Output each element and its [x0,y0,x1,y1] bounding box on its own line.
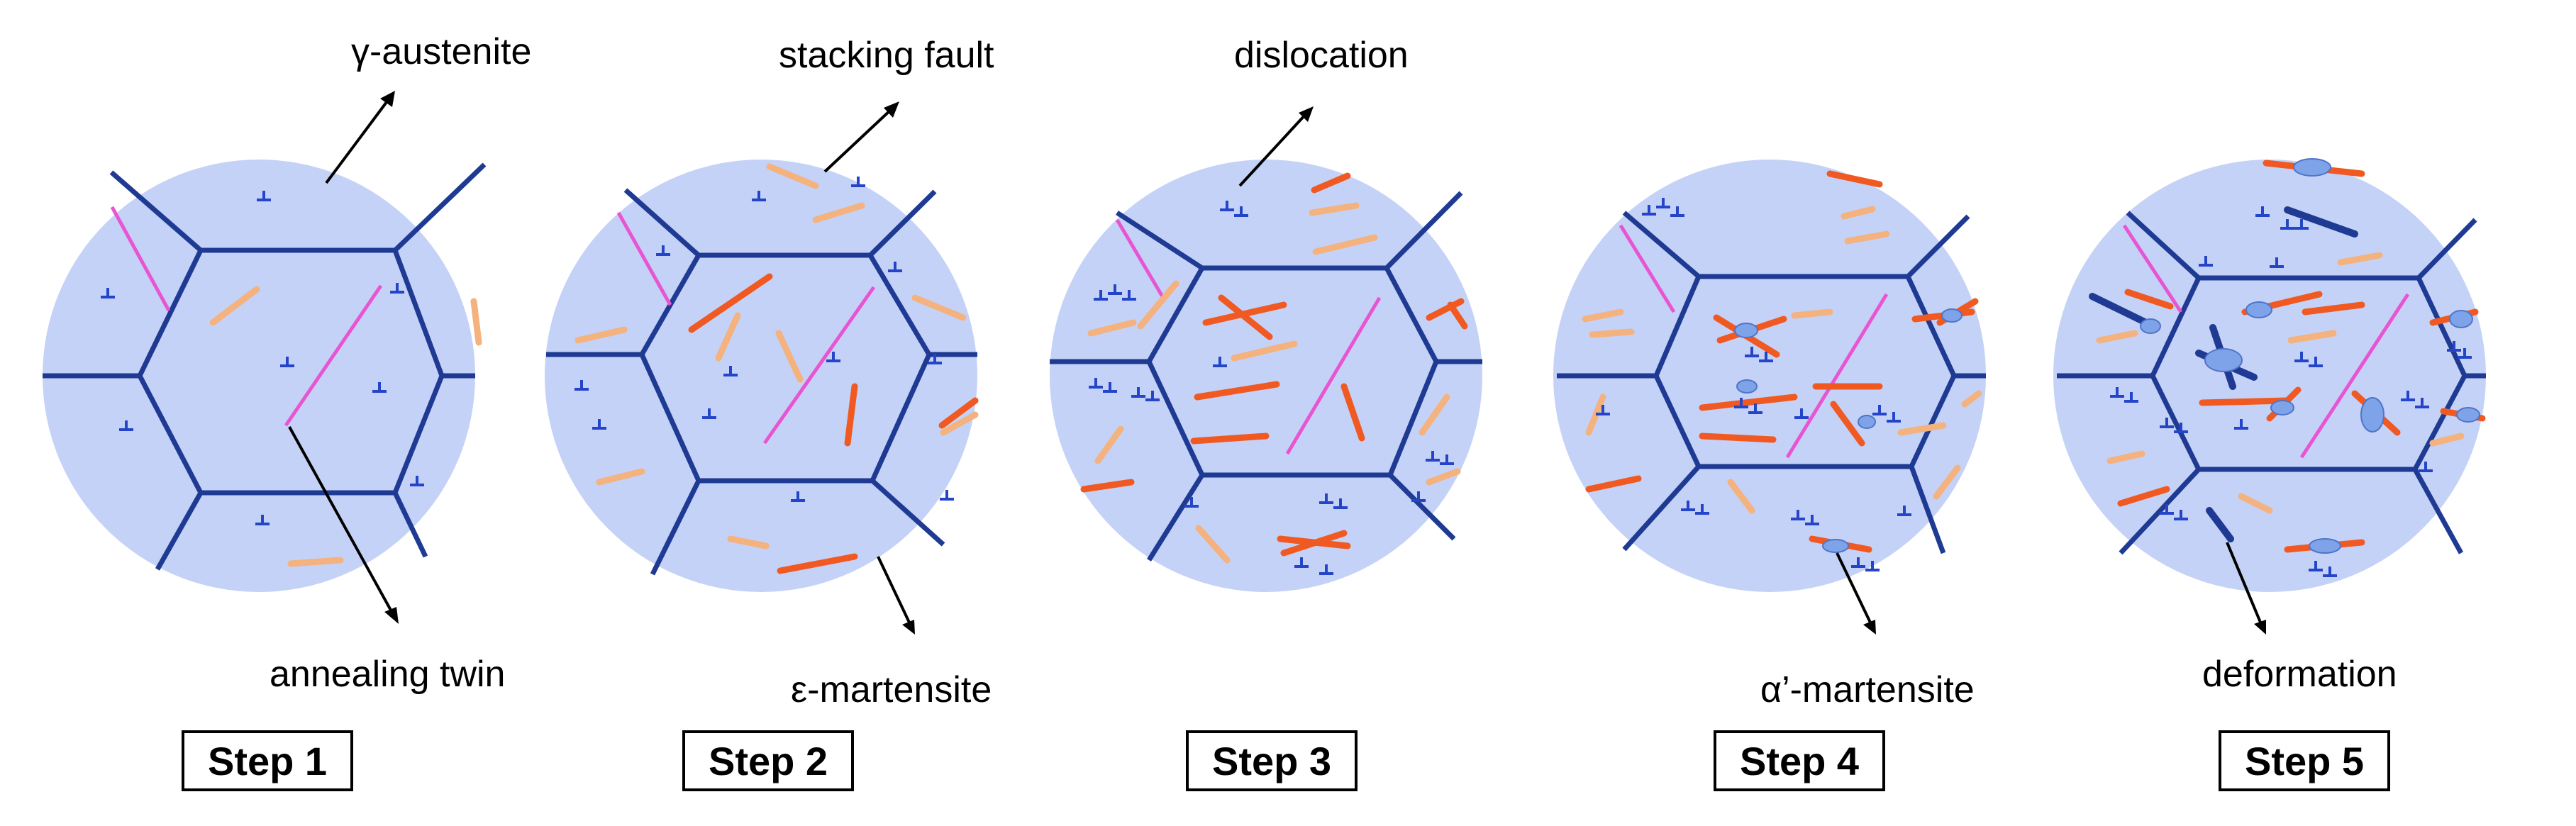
stacking-faults [574,163,979,549]
annotation-labels: γ-austenite stacking fault dislocation a… [270,31,2397,710]
stacking-faults [209,286,482,567]
annealing-twins [1619,224,1889,459]
stacking-faults [1087,202,1461,564]
epsilon-martensite-plates [688,273,979,574]
step-labels: Step 1 Step 2 Step 3 Step 4 Step 5 [182,730,2390,791]
step-1-label: Step 1 [208,739,327,783]
step-4-label: Step 4 [1740,739,1859,783]
annealing-twins [1115,218,1382,455]
grain-boundaries [546,188,977,576]
label-epsilon-martensite: ε-martensite [791,669,992,710]
label-dislocation: dislocation [1234,35,1409,76]
grain-circle [1050,160,1482,592]
callout-arrows [288,91,2266,635]
step-1-box [182,730,353,791]
grain-boundaries [1557,211,1986,554]
annealing-twins [110,206,383,427]
label-annealing-twin: annealing twin [270,654,505,695]
grain-circle [2053,160,2486,592]
step-4-box [1714,730,1885,791]
panel-step-2 [545,160,979,592]
step-5-box [2219,730,2390,791]
alpha-martensite-nuclei [1734,308,1962,553]
panel-step-3 [1050,160,1482,592]
grain-boundaries [43,162,487,571]
panel-step-1 [43,160,487,592]
label-alpha-martensite: α’-martensite [1760,669,1975,710]
panel-step-4 [1553,160,1986,592]
label-austenite: γ-austenite [351,31,531,72]
label-deformation: deformation [2202,654,2397,695]
label-stacking-fault: stacking fault [779,35,994,76]
annealing-twins [2122,224,2410,459]
step-3-label: Step 3 [1212,739,1331,783]
epsilon-martensite-plates [1080,172,1468,557]
grain-boundaries [2057,211,2486,555]
grain-boundaries [1050,191,1482,562]
grain-circle [1553,160,1986,592]
step-5-label: Step 5 [2245,739,2364,783]
stacking-faults [2096,252,2465,514]
step-2-label: Step 2 [709,739,828,783]
annealing-twins [616,211,876,445]
step-2-box [682,730,854,791]
grain-circle [545,160,977,592]
step-3-box [1186,730,1358,791]
stacking-faults [1582,206,1982,514]
alpha-martensite-regions [2140,158,2480,554]
grain-circle [43,160,475,592]
panel-step-5 [2053,158,2486,592]
